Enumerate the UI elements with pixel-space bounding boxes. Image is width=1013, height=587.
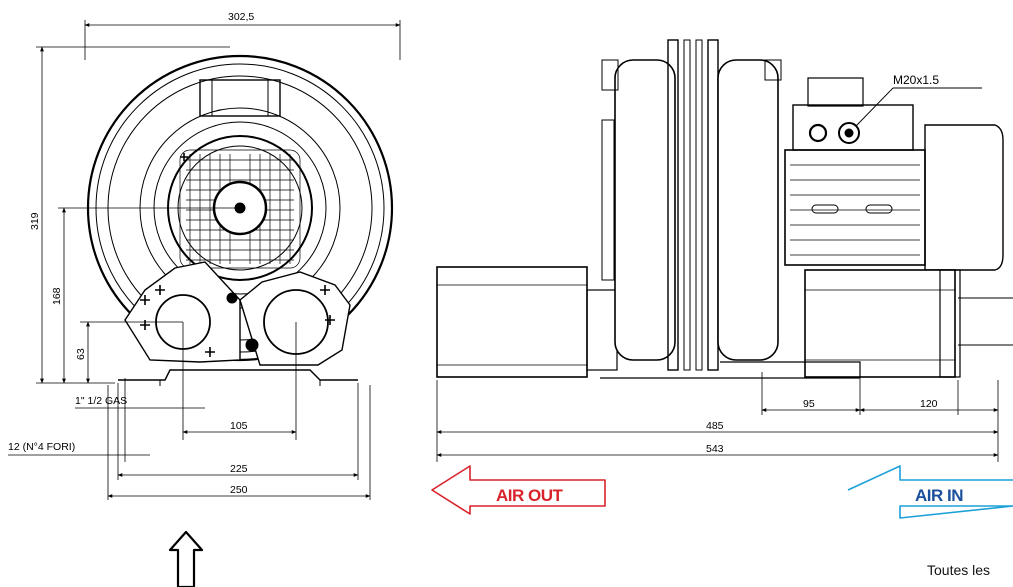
dim-foot-outer-label: 250 <box>230 484 248 496</box>
air-in-arrow: AIR IN <box>847 465 1013 519</box>
dim-485-label: 485 <box>706 420 724 432</box>
dim-543-label: 543 <box>706 443 724 455</box>
front-view <box>86 54 394 386</box>
air-out-arrow: AIR OUT <box>431 465 606 515</box>
footer-note: Toutes les <box>927 562 991 578</box>
dim-width-label: 302,5 <box>228 11 254 23</box>
air-out-label: AIR OUT <box>496 486 564 505</box>
holes-label: 12 (N°4 FORI) <box>8 441 75 453</box>
side-dimensions <box>436 372 999 462</box>
dim-axis-height-label: 168 <box>51 287 63 305</box>
dim-120-label: 120 <box>920 398 938 410</box>
dim-port-spacing-label: 105 <box>230 420 248 432</box>
dim-foot-inner-label: 225 <box>230 463 248 475</box>
air-in-label: AIR IN <box>915 486 963 505</box>
gland-leader <box>855 87 1013 346</box>
gland-label: M20x1.5 <box>893 73 939 87</box>
dim-port-height-label: 63 <box>75 348 87 360</box>
dim-95-label: 95 <box>803 398 815 410</box>
side-view <box>436 39 1004 379</box>
up-arrow-icon <box>168 530 204 587</box>
thread-label: 1" 1/2 GAS <box>75 395 127 407</box>
front-dimensions <box>8 20 401 500</box>
dim-height-label: 319 <box>29 212 41 230</box>
